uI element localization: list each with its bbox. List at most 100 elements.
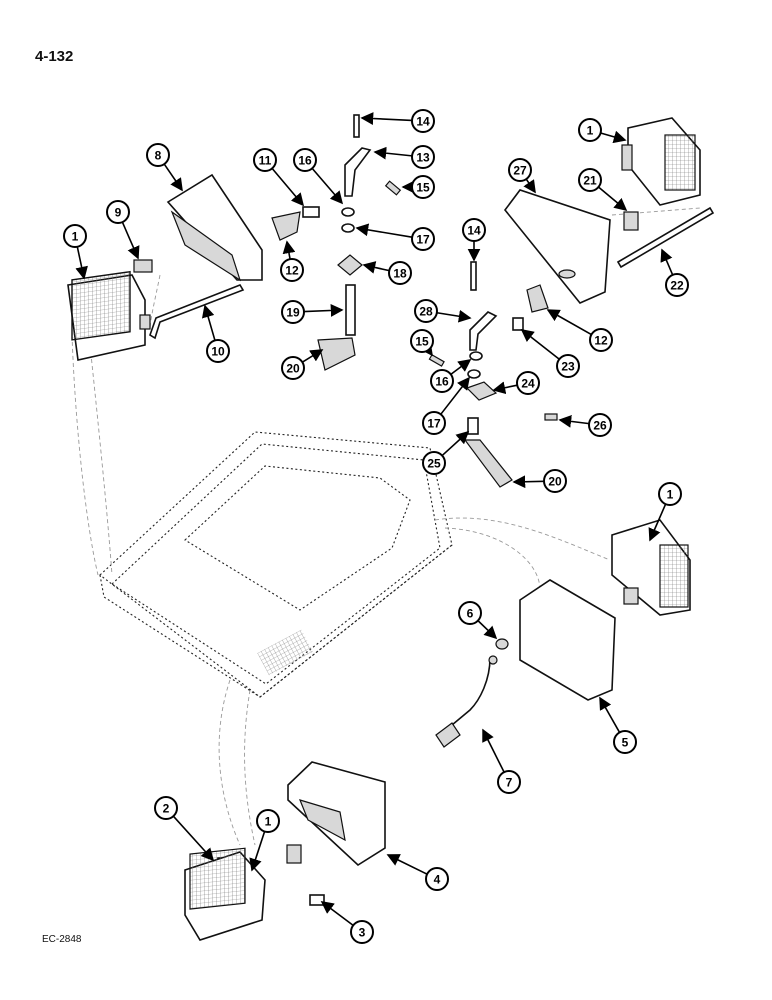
leader-line-3 bbox=[320, 901, 354, 927]
callout-number: 17 bbox=[416, 233, 430, 247]
callout-circle bbox=[497, 770, 521, 794]
page-number: 4-132 bbox=[35, 48, 74, 65]
callout-circle bbox=[280, 258, 304, 282]
callout-number: 1 bbox=[72, 230, 79, 244]
leader-line-20 bbox=[512, 475, 545, 489]
callout-number: 21 bbox=[583, 174, 597, 188]
leader-lines bbox=[75, 112, 674, 927]
leader-line-7 bbox=[482, 728, 505, 773]
leader-line-25 bbox=[441, 430, 470, 457]
callout-number: 12 bbox=[594, 334, 608, 348]
leader-line-24 bbox=[492, 381, 518, 395]
callout-number: 14 bbox=[416, 115, 430, 129]
callout-17: 17 bbox=[422, 411, 446, 435]
mirror-mount-assembly-right bbox=[428, 261, 558, 488]
callout-number: 3 bbox=[359, 926, 366, 940]
callout-number: 19 bbox=[286, 306, 300, 320]
leader-line-2 bbox=[172, 815, 215, 862]
callout-number: 13 bbox=[416, 151, 430, 165]
callout-6: 6 bbox=[458, 601, 482, 625]
callout-16: 16 bbox=[430, 369, 454, 393]
callout-10: 10 bbox=[206, 339, 230, 363]
leader-line-22 bbox=[660, 248, 674, 276]
callout-circle bbox=[350, 920, 374, 944]
callout-15: 15 bbox=[411, 175, 435, 199]
callout-circle bbox=[410, 329, 434, 353]
leader-line-4 bbox=[386, 854, 428, 875]
leader-line-21 bbox=[597, 186, 628, 212]
work-lamp-top-right bbox=[621, 117, 701, 206]
leader-line-17 bbox=[440, 376, 470, 415]
lamp-housing-4 bbox=[287, 761, 386, 867]
leader-line-23 bbox=[520, 329, 560, 360]
callout-number: 18 bbox=[393, 267, 407, 281]
callout-circle bbox=[146, 143, 170, 167]
work-lamp-bottom bbox=[184, 847, 266, 941]
leader-line-1 bbox=[75, 246, 88, 280]
callout-27: 27 bbox=[508, 158, 532, 182]
callout-circle bbox=[588, 413, 612, 437]
callout-circle bbox=[462, 218, 486, 242]
callout-2: 2 bbox=[154, 796, 178, 820]
cab-roof bbox=[99, 431, 453, 698]
bulb-6-harness-7 bbox=[435, 638, 509, 748]
bracket-9-rod-10 bbox=[133, 259, 245, 340]
leader-line-5 bbox=[599, 696, 621, 733]
lamp-housing-5 bbox=[519, 579, 616, 701]
callout-number: 15 bbox=[416, 181, 430, 195]
leader-line-8 bbox=[163, 163, 183, 192]
callout-number: 4 bbox=[434, 873, 441, 887]
callout-number: 22 bbox=[670, 279, 684, 293]
leader-line-18 bbox=[362, 261, 390, 274]
callout-5: 5 bbox=[613, 730, 637, 754]
callout-20: 20 bbox=[543, 469, 567, 493]
callout-number: 16 bbox=[298, 154, 312, 168]
callout-circle bbox=[665, 273, 689, 297]
callout-circle bbox=[411, 227, 435, 251]
callout-1: 1 bbox=[256, 809, 280, 833]
callout-circle bbox=[281, 356, 305, 380]
callout-circle bbox=[458, 601, 482, 625]
work-lamp-top-left bbox=[67, 270, 151, 361]
callout-circle bbox=[411, 145, 435, 169]
callout-circle bbox=[256, 809, 280, 833]
callout-4: 4 bbox=[425, 867, 449, 891]
callout-circle bbox=[253, 148, 277, 172]
leader-line-27 bbox=[523, 178, 536, 194]
callout-circle bbox=[206, 339, 230, 363]
callout-number: 5 bbox=[622, 736, 629, 750]
callout-12: 12 bbox=[589, 328, 613, 352]
callout-circle bbox=[613, 730, 637, 754]
callout-number: 28 bbox=[419, 305, 433, 319]
callout-number: 24 bbox=[521, 377, 535, 391]
callout-21: 21 bbox=[578, 168, 602, 192]
leader-line-1 bbox=[648, 503, 667, 542]
callout-13: 13 bbox=[411, 145, 435, 169]
leader-line-26 bbox=[558, 415, 590, 428]
callout-number: 6 bbox=[467, 607, 474, 621]
callout-circle bbox=[293, 148, 317, 172]
leader-line-15 bbox=[420, 342, 433, 357]
callout-number: 17 bbox=[427, 417, 441, 431]
work-lamp-middle-right bbox=[611, 519, 691, 616]
callout-circle bbox=[543, 469, 567, 493]
callout-24: 24 bbox=[516, 371, 540, 395]
leader-line-16 bbox=[450, 359, 472, 376]
leader-line-12 bbox=[282, 240, 296, 260]
callout-circle bbox=[281, 300, 305, 324]
callout-19: 19 bbox=[281, 300, 305, 324]
callout-15: 15 bbox=[410, 329, 434, 353]
leader-line-6 bbox=[477, 620, 498, 640]
callout-circle bbox=[411, 175, 435, 199]
callout-number: 1 bbox=[587, 124, 594, 138]
callout-26: 26 bbox=[588, 413, 612, 437]
callout-28: 28 bbox=[414, 299, 438, 323]
callout-number: 25 bbox=[427, 457, 441, 471]
leader-line-11 bbox=[271, 167, 305, 207]
callout-9: 9 bbox=[106, 200, 130, 224]
callout-circle bbox=[425, 867, 449, 891]
callout-number: 16 bbox=[435, 375, 449, 389]
